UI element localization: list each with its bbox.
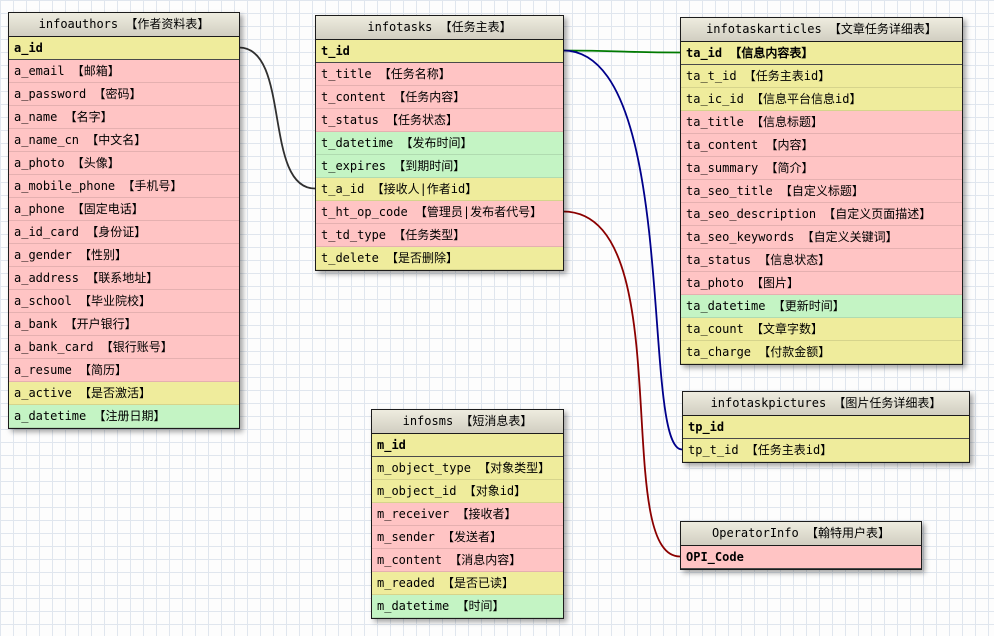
edge-infoauthors-infotasks[interactable] <box>238 46 316 190</box>
field-infoauthors-a_name[interactable]: a_name 【名字】 <box>9 106 239 129</box>
field-infotaskarticles-ta_title[interactable]: ta_title 【信息标题】 <box>681 111 962 134</box>
field-infosms-m_readed[interactable]: m_readed 【是否已读】 <box>372 572 563 595</box>
table-title-infotasks[interactable]: infotasks 【任务主表】 <box>316 16 563 40</box>
field-infotaskarticles-ta_count[interactable]: ta_count 【文章字数】 <box>681 318 962 341</box>
table-OperatorInfo[interactable]: OperatorInfo 【翰特用户表】OPI_Code <box>680 521 922 570</box>
field-infotaskpictures-tp_t_id[interactable]: tp_t_id 【任务主表id】 <box>683 439 969 462</box>
field-infoauthors-a_email[interactable]: a_email 【邮箱】 <box>9 60 239 83</box>
field-infosms-m_datetime[interactable]: m_datetime 【时间】 <box>372 595 563 618</box>
field-infotaskarticles-ta_status[interactable]: ta_status 【信息状态】 <box>681 249 962 272</box>
field-infoauthors-a_photo[interactable]: a_photo 【头像】 <box>9 152 239 175</box>
field-infotaskarticles-ta_ic_id[interactable]: ta_ic_id 【信息平台信息id】 <box>681 88 962 111</box>
field-infotasks-t_ht_op_code[interactable]: t_ht_op_code 【管理员|发布者代号】 <box>316 201 563 224</box>
field-infoauthors-a_resume[interactable]: a_resume 【简历】 <box>9 359 239 382</box>
field-OperatorInfo-OPI_Code[interactable]: OPI_Code <box>681 546 921 569</box>
field-infotasks-t_datetime[interactable]: t_datetime 【发布时间】 <box>316 132 563 155</box>
field-infotasks-t_status[interactable]: t_status 【任务状态】 <box>316 109 563 132</box>
field-infosms-m_receiver[interactable]: m_receiver 【接收者】 <box>372 503 563 526</box>
field-infoauthors-a_name_cn[interactable]: a_name_cn 【中文名】 <box>9 129 239 152</box>
field-infosms-m_object_type[interactable]: m_object_type 【对象类型】 <box>372 457 563 480</box>
edge-infotasks-infotaskpictures[interactable] <box>562 49 683 451</box>
table-title-infosms[interactable]: infosms 【短消息表】 <box>372 410 563 434</box>
field-infoauthors-a_school[interactable]: a_school 【毕业院校】 <box>9 290 239 313</box>
field-infoauthors-a_address[interactable]: a_address 【联系地址】 <box>9 267 239 290</box>
field-infotaskarticles-ta_datetime[interactable]: ta_datetime 【更新时间】 <box>681 295 962 318</box>
field-infosms-m_content[interactable]: m_content 【消息内容】 <box>372 549 563 572</box>
field-infoauthors-a_phone[interactable]: a_phone 【固定电话】 <box>9 198 239 221</box>
field-infotaskarticles-ta_seo_description[interactable]: ta_seo_description 【自定义页面描述】 <box>681 203 962 226</box>
field-infotaskarticles-ta_content[interactable]: ta_content 【内容】 <box>681 134 962 157</box>
field-infotasks-t_title[interactable]: t_title 【任务名称】 <box>316 63 563 86</box>
field-infoauthors-a_id_card[interactable]: a_id_card 【身份证】 <box>9 221 239 244</box>
edge-infotasks-OperatorInfo[interactable] <box>562 210 681 558</box>
field-infotaskarticles-ta_seo_keywords[interactable]: ta_seo_keywords 【自定义关键词】 <box>681 226 962 249</box>
field-infosms-m_id[interactable]: m_id <box>372 434 563 457</box>
field-infoauthors-a_active[interactable]: a_active 【是否激活】 <box>9 382 239 405</box>
field-infoauthors-a_datetime[interactable]: a_datetime 【注册日期】 <box>9 405 239 428</box>
field-infotasks-t_content[interactable]: t_content 【任务内容】 <box>316 86 563 109</box>
field-infoauthors-a_id[interactable]: a_id <box>9 37 239 60</box>
table-title-OperatorInfo[interactable]: OperatorInfo 【翰特用户表】 <box>681 522 921 546</box>
field-infoauthors-a_bank[interactable]: a_bank 【开户银行】 <box>9 313 239 336</box>
field-infoauthors-a_mobile_phone[interactable]: a_mobile_phone 【手机号】 <box>9 175 239 198</box>
table-title-infotaskpictures[interactable]: infotaskpictures 【图片任务详细表】 <box>683 392 969 416</box>
table-title-infotaskarticles[interactable]: infotaskarticles 【文章任务详细表】 <box>681 18 962 42</box>
field-infoauthors-a_gender[interactable]: a_gender 【性别】 <box>9 244 239 267</box>
field-infotasks-t_id[interactable]: t_id <box>316 40 563 63</box>
field-infotasks-t_a_id[interactable]: t_a_id 【接收人|作者id】 <box>316 178 563 201</box>
table-infotaskarticles[interactable]: infotaskarticles 【文章任务详细表】ta_id 【信息内容表】t… <box>680 17 963 365</box>
edge-infotasks-infotaskarticles[interactable] <box>562 49 681 54</box>
field-infotaskarticles-ta_charge[interactable]: ta_charge 【付款金额】 <box>681 341 962 364</box>
field-infotaskarticles-ta_id[interactable]: ta_id 【信息内容表】 <box>681 42 962 65</box>
field-infotasks-t_td_type[interactable]: t_td_type 【任务类型】 <box>316 224 563 247</box>
field-infotasks-t_delete[interactable]: t_delete 【是否删除】 <box>316 247 563 270</box>
field-infotaskarticles-ta_summary[interactable]: ta_summary 【简介】 <box>681 157 962 180</box>
field-infotasks-t_expires[interactable]: t_expires 【到期时间】 <box>316 155 563 178</box>
field-infotaskarticles-ta_photo[interactable]: ta_photo 【图片】 <box>681 272 962 295</box>
field-infotaskpictures-tp_id[interactable]: tp_id <box>683 416 969 439</box>
field-infosms-m_sender[interactable]: m_sender 【发送者】 <box>372 526 563 549</box>
table-title-infoauthors[interactable]: infoauthors 【作者资料表】 <box>9 13 239 37</box>
field-infosms-m_object_id[interactable]: m_object_id 【对象id】 <box>372 480 563 503</box>
field-infoauthors-a_bank_card[interactable]: a_bank_card 【银行账号】 <box>9 336 239 359</box>
field-infoauthors-a_password[interactable]: a_password 【密码】 <box>9 83 239 106</box>
field-infotaskarticles-ta_seo_title[interactable]: ta_seo_title 【自定义标题】 <box>681 180 962 203</box>
field-infotaskarticles-ta_t_id[interactable]: ta_t_id 【任务主表id】 <box>681 65 962 88</box>
